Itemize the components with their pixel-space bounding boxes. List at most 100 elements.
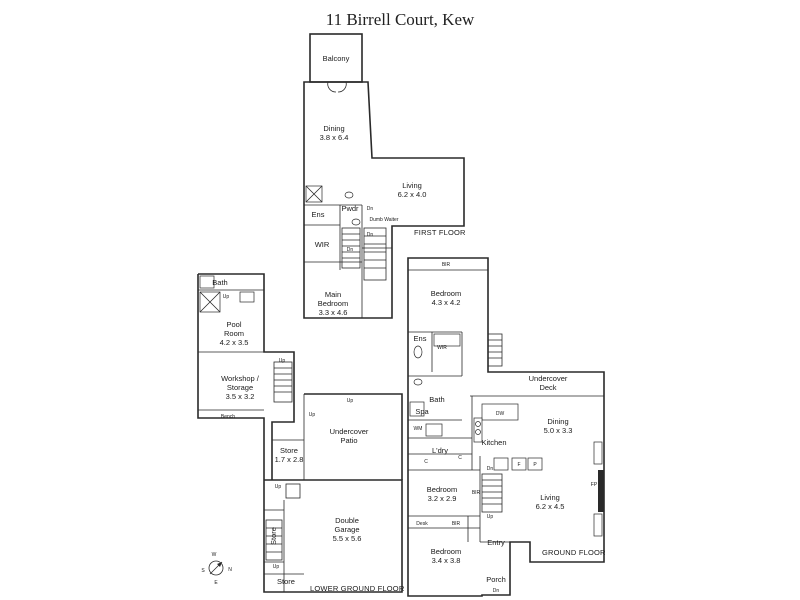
bir-bottom-label: BIR <box>452 521 461 527</box>
balcony-door <box>327 81 347 93</box>
deck-label-2: Deck <box>539 383 556 392</box>
ground-floor-walls <box>408 269 604 543</box>
c-label: C <box>458 455 462 461</box>
page-title: 11 Birrell Court, Kew <box>325 10 475 29</box>
lower-ground-floor: Bath Pool Room 4.2 x 3.5 Workshop / Stor… <box>197 273 405 593</box>
wir-ground-label: WIR <box>437 345 447 351</box>
dining-first-label: Dining <box>323 124 344 133</box>
living-ground-size: 6.2 x 4.5 <box>536 502 565 511</box>
garage-label-2: Garage <box>334 525 359 534</box>
spa-label: Spa <box>415 407 429 416</box>
wm-label: WM <box>414 426 423 432</box>
bench-label: Bench <box>221 414 235 420</box>
bedroom-c-size: 3.4 x 3.8 <box>432 556 461 565</box>
store-b-label: Store <box>277 577 295 586</box>
ens-first-label: Ens <box>312 210 325 219</box>
kitchen-label: Kitchen <box>481 438 506 447</box>
lower-ground-label: LOWER GROUND FLOOR <box>310 584 405 593</box>
bedroom-a-size: 4.3 x 4.2 <box>432 298 461 307</box>
deck-label-1: Undercover <box>529 374 568 383</box>
store-a-label: Store <box>280 446 298 455</box>
ground-floor-outline <box>407 257 605 597</box>
up-label: Up <box>273 564 280 570</box>
bir-side-label: BIR <box>472 490 481 496</box>
c-label: C <box>424 459 428 465</box>
patio-label-2: Patio <box>340 436 357 445</box>
garage-label-1: Double <box>335 516 359 525</box>
first-floor-walls <box>304 204 392 318</box>
dn-label: Dn <box>367 232 374 238</box>
pool-room-size: 4.2 x 3.5 <box>220 338 249 347</box>
toilet-fixture <box>344 191 354 199</box>
living-ground-label: Living <box>540 493 560 502</box>
first-floor-label: FIRST FLOOR <box>414 228 466 237</box>
compass-e: E <box>214 580 218 586</box>
main-bedroom-label-2: Bedroom <box>318 299 348 308</box>
first-floor-stairs <box>341 227 387 281</box>
first-floor: Balcony Dining 3.8 x 6.4 Living 6.2 x 4.… <box>303 33 466 319</box>
pwdr-label: Pwdr <box>341 204 359 213</box>
workshop-size: 3.5 x 3.2 <box>226 392 255 401</box>
fridge-box <box>511 457 527 471</box>
workshop-stairs <box>273 361 293 403</box>
main-bedroom-label-1: Main <box>325 290 341 299</box>
up-label: Up <box>487 514 494 520</box>
up-label: Up <box>279 358 286 364</box>
porch-label: Porch <box>486 575 506 584</box>
up-label: Up <box>275 484 282 490</box>
pool-room-label-1: Pool <box>226 320 241 329</box>
ens-ground-label: Ens <box>414 334 427 343</box>
kitchen-island <box>481 403 519 421</box>
lower-ground-outline <box>197 273 403 593</box>
living-first-label: Living <box>402 181 422 190</box>
bedroom-c-label: Bedroom <box>431 547 461 556</box>
patio-outline <box>304 393 403 480</box>
pantry-box <box>527 457 543 471</box>
dumb-waiter-label: Dumb Waiter <box>370 217 399 223</box>
first-floor-outline <box>303 81 465 319</box>
compass-rose: W S N E <box>201 552 232 586</box>
desk-label: Desk <box>416 521 428 527</box>
living-first-size: 6.2 x 4.0 <box>398 190 427 199</box>
dining-first-size: 3.8 x 6.4 <box>320 133 349 142</box>
workshop-label-2: Storage <box>227 383 253 392</box>
ground-floor-label: GROUND FLOOR <box>542 548 606 557</box>
workshop-label-1: Workshop / <box>221 374 260 383</box>
garage-size: 5.5 x 5.6 <box>333 534 362 543</box>
bedroom-a-label: Bedroom <box>431 289 461 298</box>
f-label: F <box>517 462 520 468</box>
p-label: P <box>533 462 537 468</box>
up-label: Up <box>223 294 230 300</box>
fp-label: FP <box>591 482 598 488</box>
pool-room-label-2: Room <box>224 329 244 338</box>
dw-label: DW <box>496 411 505 417</box>
dining-ground-label: Dining <box>547 417 568 426</box>
entry-label: Entry <box>487 538 505 547</box>
store-vertical-label: Store <box>269 527 278 545</box>
bedroom-b-label: Bedroom <box>427 485 457 494</box>
dining-ground-size: 5.0 x 3.3 <box>544 426 573 435</box>
dn-label: Dn <box>493 588 500 594</box>
patio-label-1: Undercover <box>330 427 369 436</box>
compass-s: S <box>201 568 205 574</box>
garage-stairs <box>265 483 301 561</box>
dn-label: Dn <box>487 466 494 472</box>
bath-ground-label: Bath <box>429 395 444 404</box>
dn-label: Dn <box>367 206 374 212</box>
compass-w: W <box>212 552 217 558</box>
main-bedroom-size: 3.3 x 4.6 <box>319 308 348 317</box>
bir-top-label: BIR <box>442 262 451 268</box>
up-label: Up <box>347 398 354 404</box>
bedroom-b-size: 3.2 x 2.9 <box>428 494 457 503</box>
lndry-label: L'dry <box>432 446 448 455</box>
bath-pool-label: Bath <box>212 278 227 287</box>
store-a-size: 1.7 x 2.8 <box>275 455 304 464</box>
deck-stairs <box>487 333 503 367</box>
compass-n: N <box>228 567 232 573</box>
ground-floor: BIR Bedroom 4.3 x 4.2 Ens WIR Bath Spa W… <box>407 257 606 597</box>
ground-stairs <box>481 473 503 513</box>
dn-label: Dn <box>347 247 354 253</box>
balcony-label: Balcony <box>323 54 350 63</box>
fireplace <box>598 470 604 512</box>
